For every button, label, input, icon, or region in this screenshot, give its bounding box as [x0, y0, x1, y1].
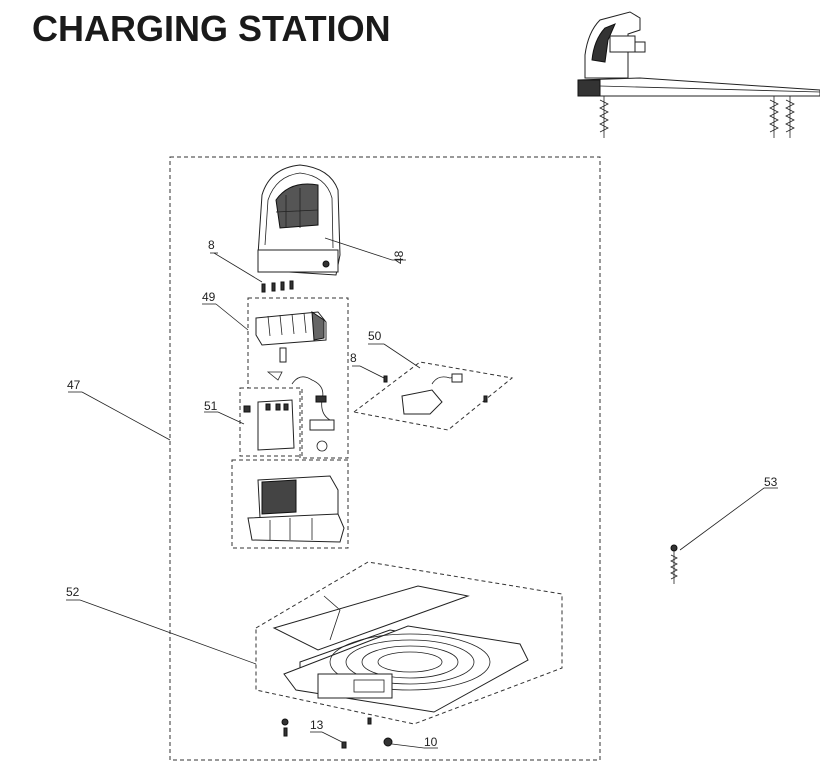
callout-13-label: 13 — [310, 718, 324, 732]
part-51-pcb — [243, 399, 295, 451]
callout-47-label: 47 — [67, 378, 81, 392]
callout-49: 49 — [202, 290, 249, 331]
callout-50-label: 50 — [368, 329, 382, 343]
ground-stake-right — [785, 96, 795, 138]
callout-8-top: 8 — [208, 238, 263, 283]
part-8-screws-top — [261, 280, 294, 293]
callout-8-side-label: 8 — [350, 351, 357, 365]
part-13-screws — [281, 717, 372, 749]
callout-51-label: 51 — [204, 399, 218, 413]
callout-52: 52 — [66, 585, 257, 665]
callout-50: 50 — [368, 329, 421, 369]
callout-8-side: 8 — [350, 351, 388, 383]
callout-51: 51 — [204, 399, 245, 425]
ground-stake-left — [599, 96, 609, 138]
part-48-top-cover — [257, 164, 341, 276]
part-52-base-plate — [272, 585, 529, 713]
side-view-illustration — [577, 11, 820, 138]
callout-10-label: 10 — [424, 735, 438, 749]
part-10-nut — [383, 737, 393, 747]
subassembly-50-boundary — [352, 361, 514, 431]
part-50-connector-module — [401, 373, 488, 415]
callout-53: 53 — [679, 475, 778, 551]
callout-52-label: 52 — [66, 585, 80, 599]
callout-8-top-label: 8 — [208, 238, 215, 252]
subassembly-base-boundary — [231, 459, 349, 549]
ground-stake-mid — [769, 96, 779, 138]
callout-53-label: 53 — [764, 475, 778, 489]
wire-harness — [266, 371, 335, 452]
part-49-pcb-housing — [255, 311, 327, 363]
part-53-ground-stake — [670, 544, 678, 584]
callout-48: 48 — [324, 237, 406, 264]
part-base-housing — [247, 475, 345, 543]
callout-48-label: 48 — [392, 250, 406, 264]
callout-47: 47 — [67, 378, 171, 441]
page-title: CHARGING STATION — [32, 8, 391, 49]
subassembly-52-boundary — [255, 561, 563, 725]
callout-49-label: 49 — [202, 290, 216, 304]
assembly-boundary-47 — [169, 156, 601, 761]
callout-10: 10 — [391, 735, 438, 749]
callout-13: 13 — [310, 718, 343, 743]
